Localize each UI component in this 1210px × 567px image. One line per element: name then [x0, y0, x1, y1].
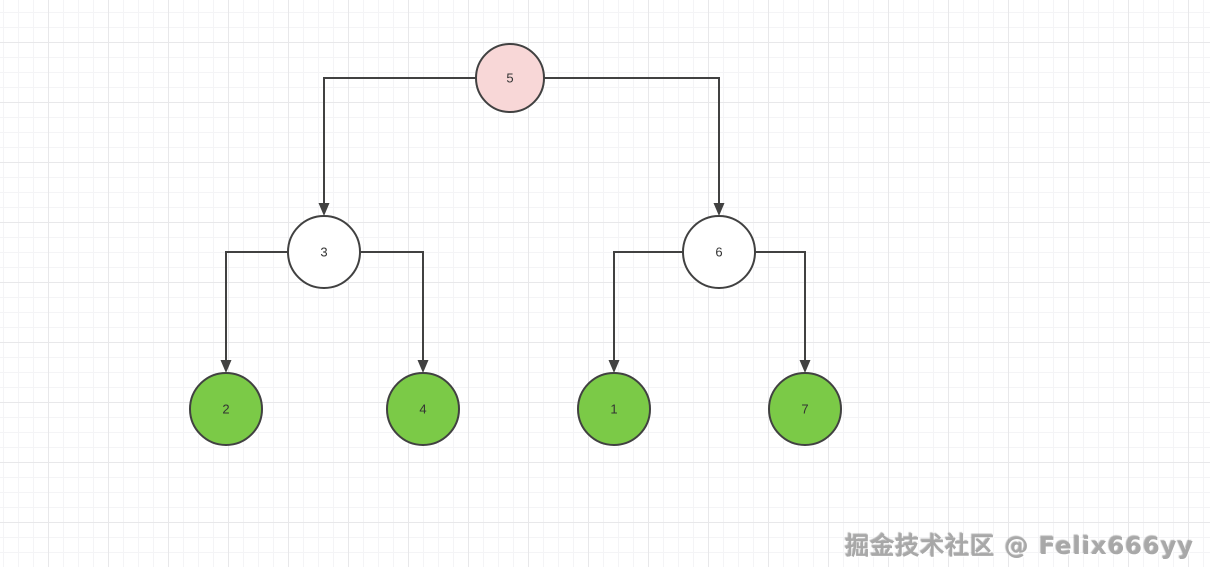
tree-node-6[interactable]: 6 — [682, 215, 756, 289]
node-circle-internal[interactable] — [682, 215, 756, 289]
node-label: 6 — [715, 245, 722, 260]
node-label: 4 — [419, 402, 426, 417]
watermark: 掘金技术社区 @ Felix666yy — [845, 532, 1194, 560]
node-circle-leaf[interactable] — [768, 372, 842, 446]
node-label: 3 — [320, 245, 327, 260]
node-label: 7 — [801, 402, 808, 417]
node-label: 2 — [222, 402, 229, 417]
node-circle-leaf[interactable] — [189, 372, 263, 446]
tree-node-4[interactable]: 4 — [386, 372, 460, 446]
arrowhead-icon — [417, 360, 429, 373]
tree-node-1[interactable]: 1 — [577, 372, 651, 446]
node-label: 1 — [610, 402, 617, 417]
arrowhead-icon — [608, 360, 620, 373]
arrowhead-icon — [220, 360, 232, 373]
arrowhead-icon — [799, 360, 811, 373]
tree-node-2[interactable]: 2 — [189, 372, 263, 446]
tree-node-3[interactable]: 3 — [287, 215, 361, 289]
node-circle-leaf[interactable] — [577, 372, 651, 446]
edge-6-to-7[interactable] — [755, 251, 806, 362]
tree-node-5[interactable]: 5 — [475, 43, 545, 113]
edge-3-to-4[interactable] — [360, 251, 424, 362]
arrowhead-icon — [318, 203, 330, 216]
edge-5-to-3[interactable] — [323, 77, 476, 205]
edge-6-to-1[interactable] — [613, 251, 683, 362]
node-label: 5 — [506, 71, 513, 86]
node-circle-internal[interactable] — [287, 215, 361, 289]
node-circle-leaf[interactable] — [386, 372, 460, 446]
edge-3-to-2[interactable] — [225, 251, 288, 362]
arrowhead-icon — [713, 203, 725, 216]
tree-node-7[interactable]: 7 — [768, 372, 842, 446]
node-circle-root[interactable] — [475, 43, 545, 113]
edge-5-to-6[interactable] — [544, 77, 720, 205]
